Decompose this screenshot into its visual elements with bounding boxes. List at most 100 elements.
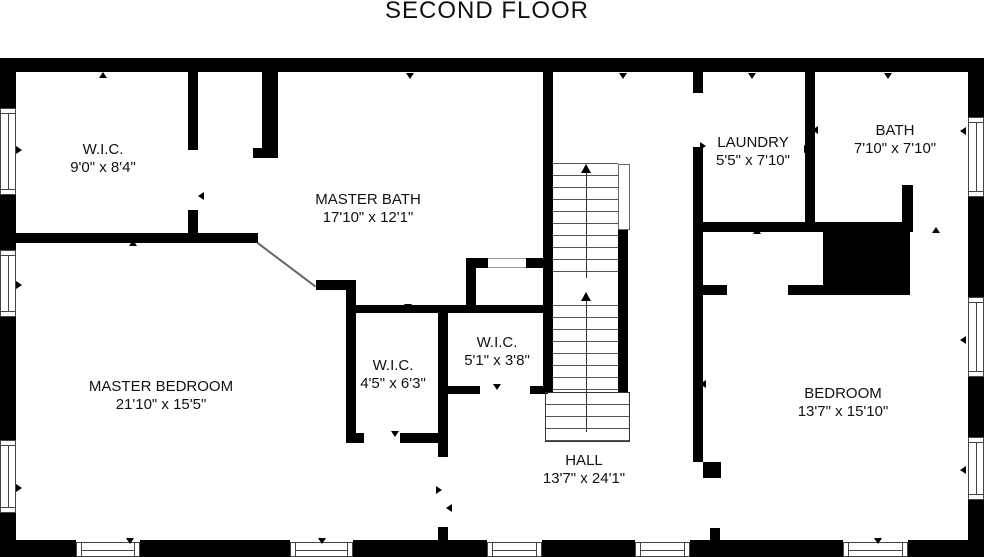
- wall: [0, 58, 16, 108]
- room-name: W.I.C.: [372, 357, 414, 374]
- wall: [10, 233, 258, 243]
- wall: [0, 58, 984, 72]
- wall: [710, 528, 720, 542]
- window: [290, 542, 353, 557]
- room-dimensions: 7'10" x 7'10": [853, 140, 937, 157]
- window: [487, 542, 542, 557]
- marker-icon: [406, 73, 414, 79]
- stair-direction-line: [586, 300, 587, 432]
- wall: [466, 258, 488, 268]
- marker-icon: [16, 281, 22, 289]
- marker-icon: [16, 146, 22, 154]
- wall: [703, 285, 727, 295]
- wall: [262, 72, 278, 150]
- wall: [0, 317, 16, 440]
- room-dimensions: 5'5" x 7'10": [716, 152, 790, 169]
- wall: [968, 58, 984, 117]
- wall: [448, 386, 480, 394]
- staircase-upper-flight: [553, 163, 618, 279]
- wall: [316, 280, 356, 290]
- marker-icon: [880, 226, 888, 232]
- wall: [968, 500, 984, 557]
- marker-icon: [960, 466, 966, 474]
- wall: [805, 72, 815, 227]
- room-label-wic-left: W.I.C. 4'5" x 6'3": [360, 357, 426, 393]
- room-name: W.I.C.: [476, 334, 518, 351]
- window: [0, 108, 16, 195]
- room-dimensions: 9'0" x 8'4": [70, 159, 136, 176]
- room-name: W.I.C.: [82, 141, 124, 158]
- marker-icon: [804, 145, 810, 153]
- wall: [908, 540, 984, 557]
- marker-icon: [960, 127, 966, 135]
- room-dimensions: 5'1" x 3'8": [464, 352, 530, 369]
- wall: [526, 258, 548, 268]
- room-label-bath: BATH 7'10" x 7'10": [854, 122, 936, 158]
- marker-icon: [700, 142, 706, 150]
- wall: [968, 197, 984, 297]
- room-label-laundry: LAUNDRY 5'5" x 7'10": [716, 134, 790, 170]
- marker-icon: [16, 484, 22, 492]
- marker-icon: [493, 384, 501, 390]
- room-label-bedroom: BEDROOM 13'7" x 15'10": [798, 385, 889, 421]
- room-name: BEDROOM: [804, 385, 882, 402]
- page-title: SECOND FLOOR: [384, 0, 590, 24]
- marker-icon: [700, 380, 706, 388]
- wall: [902, 185, 913, 225]
- room-label-hall: HALL 13'7" x 24'1": [543, 452, 625, 488]
- window: [635, 542, 690, 557]
- wall-opening: [488, 258, 526, 268]
- marker-icon: [318, 538, 326, 544]
- wall: [542, 540, 635, 557]
- wall: [690, 540, 843, 557]
- marker-icon: [748, 73, 756, 79]
- wall: [188, 72, 198, 150]
- marker-icon: [874, 538, 882, 544]
- wall: [438, 527, 448, 540]
- wall: [788, 285, 823, 295]
- marker-icon: [126, 538, 134, 544]
- door-swing-line: [256, 242, 317, 288]
- wall: [188, 210, 198, 243]
- marker-icon: [99, 72, 107, 78]
- stair-up-arrow-icon: [581, 292, 591, 301]
- stair-direction-line: [586, 172, 587, 278]
- room-label-wic-master: W.I.C. 9'0" x 8'4": [70, 141, 136, 177]
- room-dimensions: 17'10" x 12'1": [322, 209, 414, 226]
- wall: [353, 540, 487, 557]
- marker-icon: [391, 431, 399, 437]
- window: [968, 117, 984, 197]
- wall: [400, 433, 448, 443]
- room-dimensions: 13'7" x 24'1": [542, 470, 626, 487]
- window: [968, 437, 984, 500]
- wall: [140, 540, 290, 557]
- marker-icon: [198, 192, 204, 200]
- wall: [356, 305, 548, 313]
- wall: [0, 540, 76, 557]
- wall: [703, 462, 721, 478]
- marker-icon: [619, 73, 627, 79]
- room-label-master-bedroom: MASTER BEDROOM 21'10" x 15'5": [89, 378, 233, 414]
- wall: [438, 313, 448, 457]
- wall: [693, 222, 913, 232]
- marker-icon: [884, 73, 892, 79]
- marker-icon: [98, 234, 106, 240]
- staircase-lower-flight: [545, 392, 630, 442]
- marker-icon: [753, 228, 761, 234]
- window: [76, 542, 140, 557]
- stair-up-arrow-icon: [581, 164, 591, 173]
- wall: [346, 433, 364, 443]
- wall: [466, 258, 476, 313]
- marker-icon: [446, 504, 452, 512]
- window: [843, 542, 908, 557]
- window: [0, 440, 16, 513]
- room-dimensions: 21'10" x 15'5": [115, 396, 207, 413]
- wall: [618, 230, 628, 392]
- room-name: BATH: [875, 122, 915, 139]
- wall-solid-block: [823, 222, 910, 295]
- marker-icon: [404, 304, 412, 310]
- room-label-wic-right: W.I.C. 5'1" x 3'8": [464, 334, 530, 370]
- wall: [693, 147, 703, 462]
- wall: [693, 72, 703, 93]
